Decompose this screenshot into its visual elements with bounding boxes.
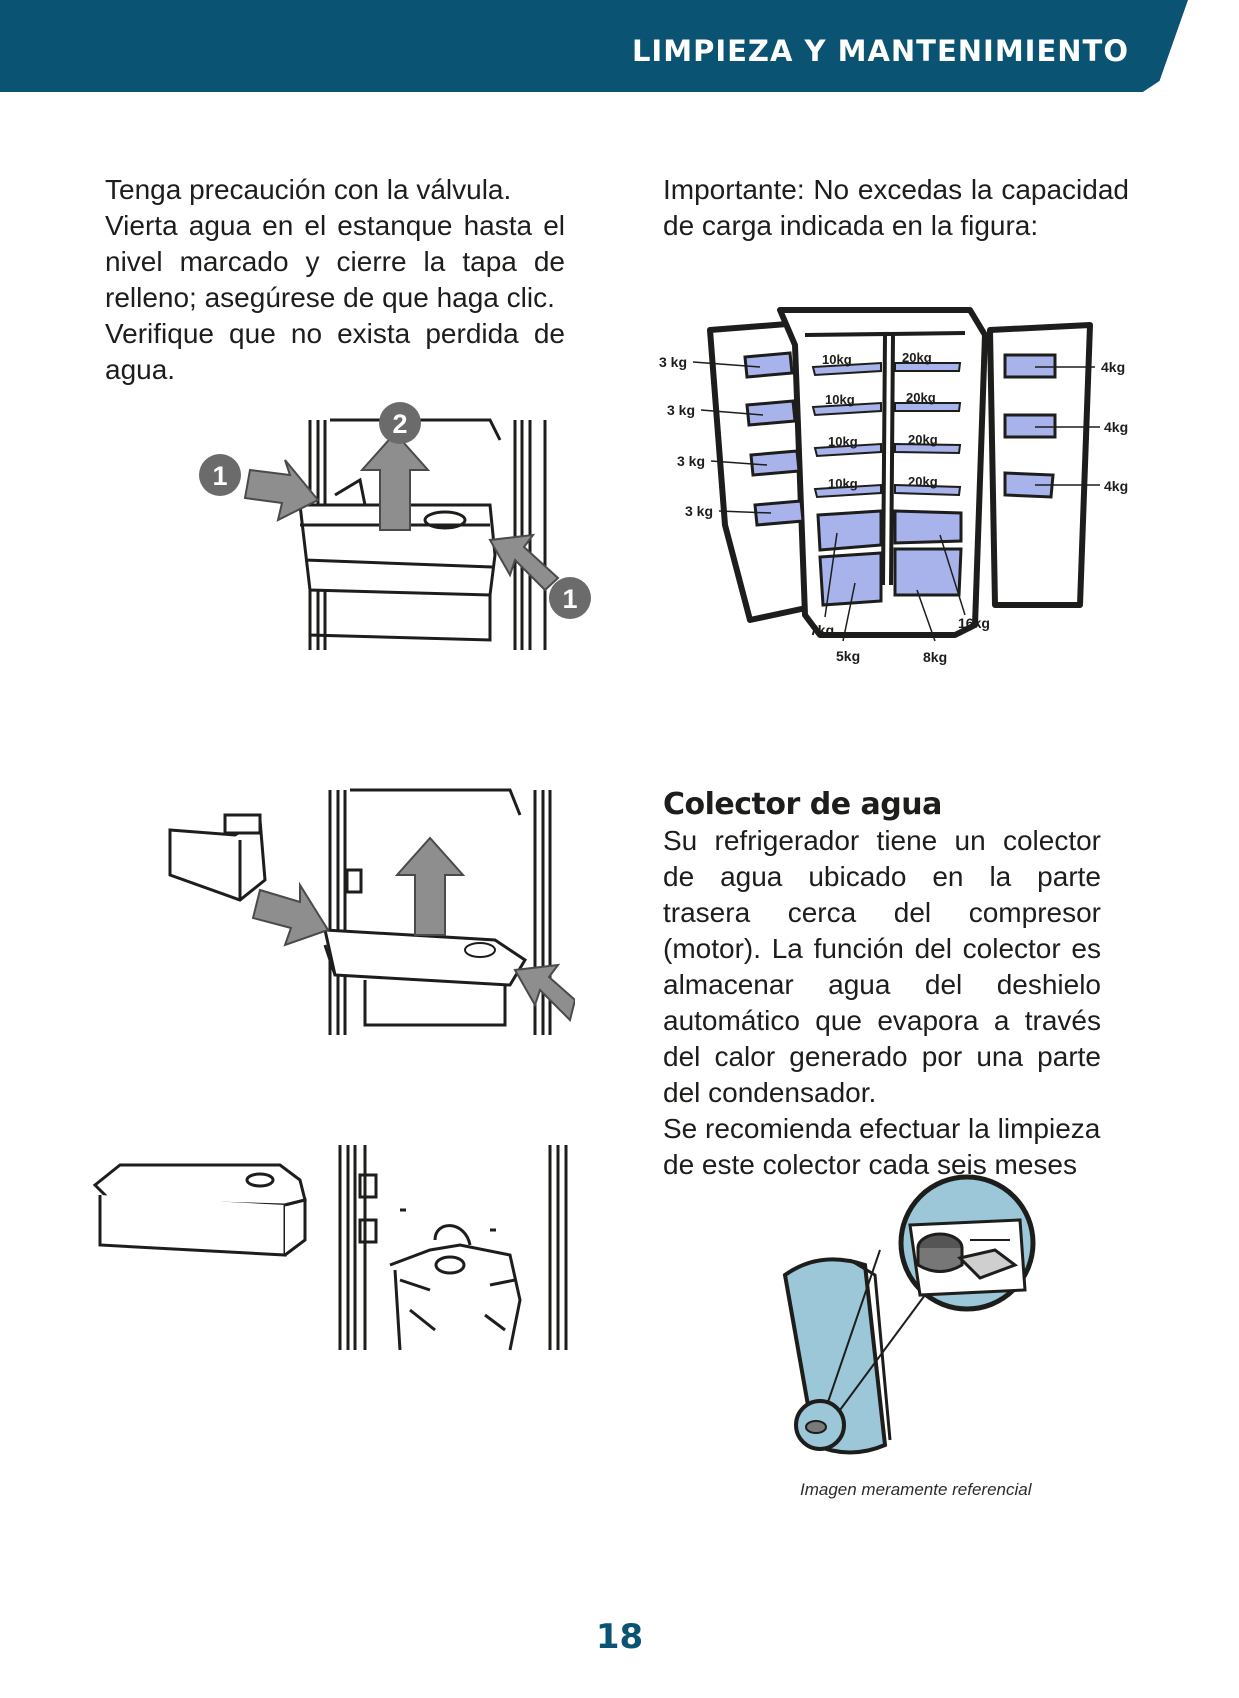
door-load-label: 3 kg xyxy=(677,453,705,469)
step-badge-1 xyxy=(199,454,241,496)
bin-removal-illustration: 1 2 1 xyxy=(199,402,591,650)
header-band xyxy=(0,0,1188,92)
right-door-load-label: 4kg xyxy=(1101,359,1125,375)
push-arrow-icon xyxy=(513,963,575,1022)
drawer-load-label: 5kg xyxy=(836,648,860,664)
right-door-load-label: 4kg xyxy=(1104,478,1128,494)
step-badge-2 xyxy=(379,402,421,444)
image-caption: Imagen meramente referencial xyxy=(800,1480,1032,1499)
right-door-load-label: 4kg xyxy=(1104,419,1128,435)
colector-note: Se recomienda efectuar la limpieza de es… xyxy=(663,1113,1101,1180)
tray-insertion-illustration xyxy=(168,788,575,1035)
step-badge-1-label: 1 xyxy=(212,461,227,491)
fridge-load-label: 20kg xyxy=(902,350,932,365)
step-badge-3-label: 1 xyxy=(562,584,577,614)
colector-section: Colector de agua Su refrigerador tiene u… xyxy=(663,787,1101,1183)
important-note: Importante: No excedas la capacidad de c… xyxy=(663,172,1129,244)
step-badge-2-label: 2 xyxy=(392,409,407,439)
colector-title: Colector de agua xyxy=(663,787,942,822)
push-arrow-icon xyxy=(243,459,320,522)
colector-body: Su refrigerador tiene un colector de agu… xyxy=(663,825,1101,1108)
left-instructions: Tenga precaución con la válvula. Vierta … xyxy=(105,172,565,388)
fridge-load-label: 20kg xyxy=(906,390,936,405)
drawer-load-label: 16kg xyxy=(958,615,990,631)
freezer-load-label: 10kg xyxy=(828,434,858,449)
drawer-load-label: 7kg xyxy=(810,622,834,638)
freezer-load-label: 10kg xyxy=(825,392,855,407)
door-load-label: 3 kg xyxy=(667,402,695,418)
freezer-shelves xyxy=(811,361,962,499)
freezer-load-label: 10kg xyxy=(828,476,858,491)
step-badge-3 xyxy=(549,577,591,619)
fridge-load-label: 20kg xyxy=(908,432,938,447)
push-arrow-icon xyxy=(251,881,330,947)
instruction-line-3: Verifique que no exista perdida de agua. xyxy=(105,318,565,385)
instruction-line-2: Vierta agua en el estanque hasta el nive… xyxy=(105,210,565,313)
fridge-load-label: 20kg xyxy=(908,474,938,489)
freezer-load-label: 10kg xyxy=(822,352,852,367)
push-arrow-icon xyxy=(488,533,560,592)
page-number: 18 xyxy=(595,1617,644,1657)
lift-arrow-icon xyxy=(394,836,466,936)
fridge-load-diagram: 3 kg 3 kg 3 kg 3 kg 10kg 10kg 10kg 10kg … xyxy=(659,307,1128,665)
section-header-title: LIMPIEZA Y MANTENIMIENTO xyxy=(631,34,1129,68)
door-load-label: 3 kg xyxy=(685,503,713,519)
lift-arrow-icon xyxy=(359,431,431,531)
water-collector-illustration xyxy=(782,1174,1036,1455)
tray-dispenser-illustration xyxy=(92,1145,568,1351)
instruction-line-1: Tenga precaución con la válvula. xyxy=(105,174,512,205)
drawer-load-label: 8kg xyxy=(923,649,947,665)
important-text: Importante: No excedas la capacidad de c… xyxy=(663,174,1129,241)
door-load-label: 3 kg xyxy=(659,354,687,370)
